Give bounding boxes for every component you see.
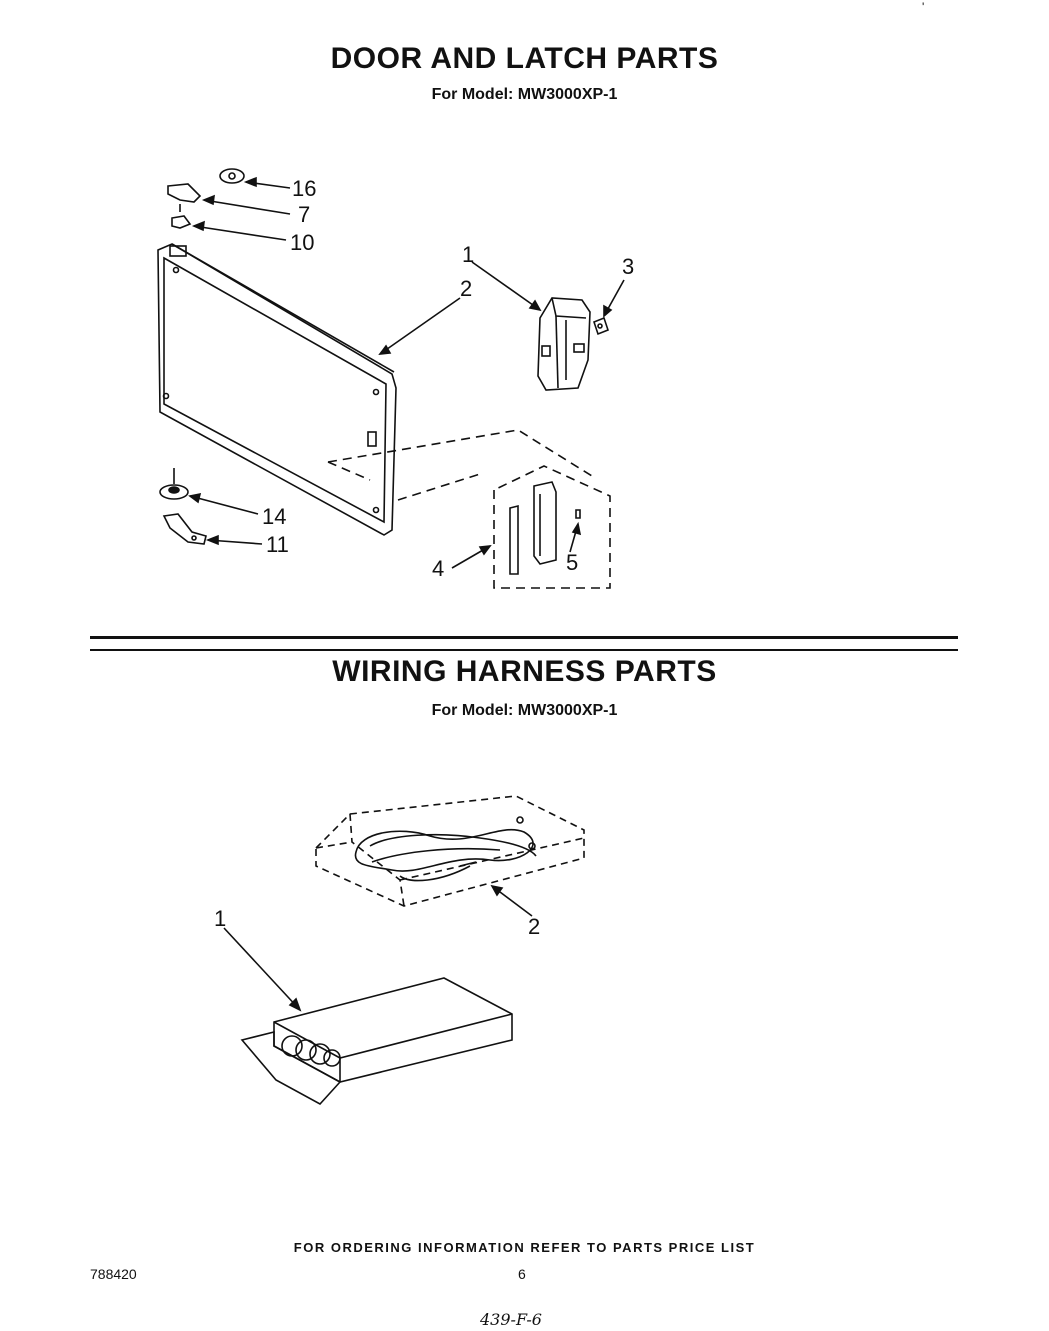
handwritten-note: 439-F-6 bbox=[480, 1310, 542, 1329]
callout-7: 7 bbox=[298, 202, 310, 227]
part-10-nut bbox=[171, 215, 192, 229]
door-latch-title: DOOR AND LATCH PARTS bbox=[330, 42, 719, 75]
leader-lines bbox=[188, 176, 625, 569]
section-divider-bottom bbox=[90, 649, 958, 651]
callout-4: 4 bbox=[432, 556, 444, 581]
section-divider-top bbox=[90, 636, 958, 639]
part-14-washer bbox=[159, 468, 189, 500]
callout-3: 3 bbox=[622, 254, 634, 279]
door-panel bbox=[157, 243, 397, 536]
wiring-callout-2: 2 bbox=[528, 914, 540, 939]
corner-mark: ' bbox=[922, 0, 925, 14]
document-number: 788420 bbox=[90, 1266, 137, 1282]
callout-2: 2 bbox=[460, 276, 472, 301]
part-5-kit-contents bbox=[509, 481, 581, 575]
part-4-kit-box bbox=[493, 465, 611, 589]
callout-16: 16 bbox=[292, 176, 316, 201]
wiring-callout-1: 1 bbox=[214, 906, 226, 931]
callout-5: 5 bbox=[566, 550, 578, 575]
part-11-hinge bbox=[162, 513, 207, 545]
harness-wires bbox=[354, 816, 537, 882]
door-latch-model-line: For Model: MW3000XP-1 bbox=[431, 86, 618, 103]
part-1-latch bbox=[537, 297, 591, 391]
part-3-switch bbox=[593, 316, 609, 336]
part-16-pad bbox=[219, 168, 245, 184]
wiring-harness-model-line: For Model: MW3000XP-1 bbox=[431, 702, 618, 719]
wiring-harness-title: WIRING HARNESS PARTS bbox=[332, 655, 717, 688]
ordering-note: FOR ORDERING INFORMATION REFER TO PARTS … bbox=[293, 1240, 756, 1255]
part-1-harness-package bbox=[240, 977, 513, 1106]
callout-1: 1 bbox=[462, 242, 474, 267]
page-number: 6 bbox=[518, 1266, 526, 1282]
projection-lines bbox=[327, 429, 593, 501]
part-7-bracket bbox=[167, 183, 202, 212]
callout-11: 11 bbox=[266, 532, 289, 557]
callout-14: 14 bbox=[262, 504, 286, 529]
callout-10: 10 bbox=[290, 230, 314, 255]
part-2-harness-box bbox=[315, 795, 585, 907]
wiring-leader-lines bbox=[223, 884, 533, 1012]
